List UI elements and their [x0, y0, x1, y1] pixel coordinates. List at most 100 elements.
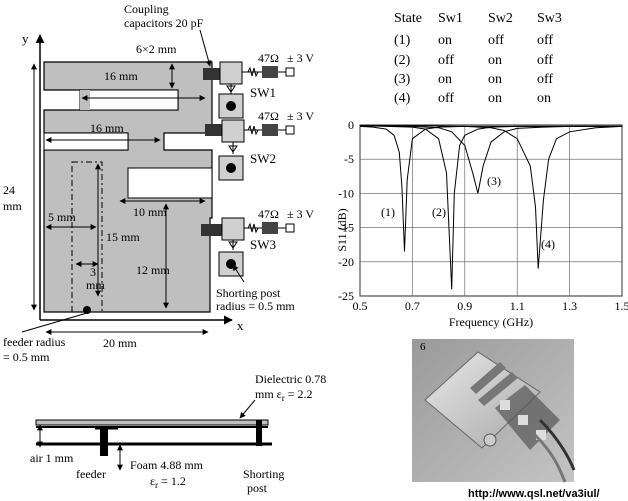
table-header-1: Sw1: [438, 11, 463, 26]
sw2-label: SW2: [250, 151, 276, 166]
dim-24-label-b: mm: [3, 199, 22, 213]
table-cell-r0-c0: (1): [394, 33, 411, 48]
diode-1: [226, 85, 236, 93]
voltage-2-label: ± 3 V: [287, 109, 314, 123]
table-header-3: Sw3: [537, 11, 562, 26]
dim-12-label: 12 mm: [136, 263, 170, 277]
dim-16b-label: 16 mm: [90, 121, 124, 135]
table-cell-r0-c1: on: [438, 33, 452, 48]
table-cell-r3-c0: (4): [394, 91, 411, 106]
table-cell-r3-c3: on: [537, 91, 551, 106]
table-cell-r2-c0: (3): [394, 72, 411, 87]
dim-10-label: 10 mm: [133, 205, 167, 219]
chart-annot-1: (1): [381, 205, 395, 219]
capacitor-3: [201, 224, 223, 236]
feeder-dot: [83, 306, 91, 314]
table-header-2: Sw2: [488, 11, 513, 26]
shorting-pin: [256, 420, 262, 446]
diode-3: [228, 241, 238, 249]
shorting-label-1: Shorting post: [216, 286, 281, 300]
dim-5-label: 5 mm: [48, 210, 76, 224]
voltage-1-label: ± 3 V: [287, 51, 314, 65]
source-url: http://www.qsl.net/va3iul/: [468, 488, 600, 500]
feeder-leader: [21, 312, 88, 333]
dielectric-layer: [35, 419, 269, 426]
resistor-zigzag-2: [247, 124, 259, 136]
dim-24-label-a: 24: [3, 183, 15, 197]
air-label: air 1 mm: [30, 451, 74, 465]
switch-pad-2: [221, 119, 245, 143]
y-axis-label: y: [22, 31, 29, 46]
y-tick-2: -10: [338, 186, 354, 200]
capacitor-2: [205, 124, 223, 136]
table-cell-r1-c0: (2): [394, 53, 411, 68]
dim-15-label: 15 mm: [106, 230, 140, 244]
capacitor-1: [203, 68, 221, 80]
chart-annot-2: (2): [432, 205, 446, 219]
coupling-label-1: Coupling: [124, 2, 169, 16]
x-axis-label: x: [237, 318, 244, 333]
chart-series: [359, 125, 623, 290]
slot-upper-fill: [80, 90, 90, 110]
slot-upper: [79, 89, 179, 111]
feed-region: [71, 161, 103, 313]
voltage-3-label: ± 3 V: [287, 207, 314, 221]
slot-lower: [127, 167, 213, 199]
coupling-label-2: capacitors 20 pF: [124, 16, 204, 30]
photo-ruler-mark: 6: [420, 341, 426, 353]
y-tick-0: 0: [348, 118, 354, 132]
dielectric-label-1: Dielectric 0.78: [255, 372, 326, 386]
shorting-cross-label-1: Shorting: [243, 467, 284, 481]
x-tick-3: 1.1: [510, 299, 525, 313]
y-tick-5: -25: [338, 289, 354, 303]
switch-pad-1: [219, 61, 243, 85]
table-header-0: State: [394, 11, 422, 26]
table-cell-r0-c3: off: [537, 33, 553, 48]
switch-3-group: 47Ω ± 3 V SW3: [201, 207, 314, 277]
resistor-3-label: 47Ω: [258, 207, 279, 221]
diode-2: [228, 145, 238, 153]
switch-2-group: 47Ω ± 3 V SW2: [205, 109, 314, 181]
feeder-label-2: = 0.5 mm: [3, 350, 50, 364]
foam-eps-label: εr = 1.2: [150, 474, 186, 490]
series-line-3: [359, 125, 622, 194]
chart-ylabel: S11 (dB): [335, 208, 349, 251]
table-cell-r1-c2: on: [488, 53, 502, 68]
y-tick-1: -5: [344, 152, 354, 166]
table-cell-r2-c1: on: [438, 72, 452, 87]
dim-6x2-label: 6×2 mm: [136, 42, 177, 56]
table-cell-r1-c1: off: [438, 53, 454, 68]
chart-xlabel: Frequency (GHz): [449, 315, 533, 329]
chart-grid: [359, 124, 623, 297]
coupling-leader: [199, 29, 212, 67]
antenna-layout: y x 6×2 mm 16 mm 16 mm 24 mm 5 mm 15 mm …: [3, 2, 314, 364]
switch-pad-3: [221, 217, 245, 241]
state-table: State Sw1 Sw2 Sw3 (1) on off off (2) off on off (3) o…: [394, 11, 562, 106]
table-cell-r3-c2: on: [488, 91, 502, 106]
cross-section: Dielectric 0.78 mm εr = 2.2 air 1 mm Foa…: [30, 372, 326, 495]
dielectric-leader: [239, 399, 256, 419]
slot-middle: [43, 132, 129, 151]
dielectric-label-2: mm εr = 2.2: [255, 387, 313, 403]
y-tick-3: -15: [338, 221, 354, 235]
table-cell-r3-c1: off: [438, 91, 454, 106]
resistor-3: [262, 222, 278, 234]
sw1-label: SW1: [250, 85, 276, 100]
shorting-leader: [232, 264, 245, 283]
x-tick-4: 1.3: [562, 299, 577, 313]
dim-3-label-b: mm: [86, 278, 105, 292]
chart-annot-4: (4): [541, 237, 555, 251]
resistor-2: [262, 124, 278, 136]
foam-label: Foam 4.88 mm: [130, 458, 204, 472]
table-cell-r0-c2: off: [488, 33, 504, 48]
chart-annot-3: (3): [487, 174, 501, 188]
shorting-label-2: radius = 0.5 mm: [216, 299, 295, 313]
table-cell-r2-c2: on: [488, 72, 502, 87]
x-tick-2: 0.9: [457, 299, 472, 313]
prototype-photo: 6 http://www.qsl.net/va3iul/: [412, 339, 600, 500]
feeder-pin: [100, 428, 108, 456]
resistor-zigzag-1: [247, 66, 259, 78]
switch-1-group: 47Ω ± 3 V SW1: [203, 51, 314, 119]
